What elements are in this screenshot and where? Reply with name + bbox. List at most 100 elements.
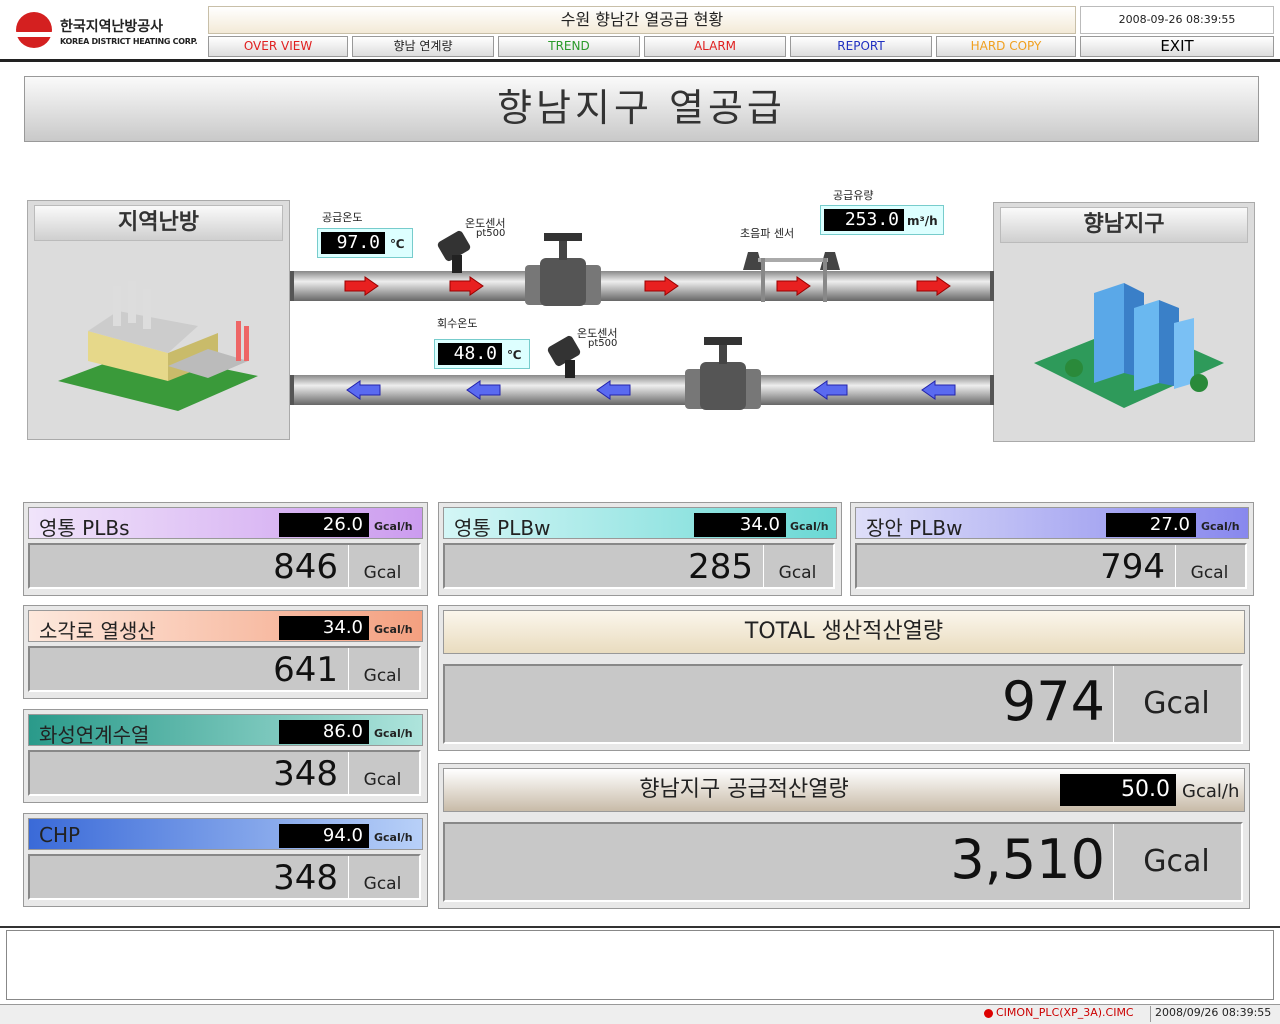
panel-unit: Gcal <box>763 545 831 589</box>
sensor2-label: 온도센서 <box>577 327 618 340</box>
supply-total-value: 3,510 <box>950 828 1105 891</box>
panel-rate: 94.0 <box>279 824 369 848</box>
supply-temp-value: 97.0 <box>321 232 385 254</box>
panel-body: 641 Gcal <box>28 646 421 692</box>
nav-trend-button[interactable]: TREND <box>498 36 640 57</box>
supply-arrow <box>644 276 679 296</box>
logo-mark-icon <box>12 12 56 48</box>
panel-header: 영통 PLBs 26.0 Gcal/h <box>28 507 423 540</box>
supply-temp-label: 공급온도 <box>322 211 363 224</box>
panel-chp: CHP 94.0 Gcal/h 348 Gcal <box>23 813 428 907</box>
panel-name: 영통 PLBw <box>454 516 551 540</box>
supply-temp-sensor-icon <box>437 230 471 273</box>
nav-overview-label: OVER VIEW <box>243 39 313 53</box>
total-value: 974 <box>1001 670 1105 733</box>
total-label: TOTAL 생산적산열량 <box>744 619 944 644</box>
supply-arrow <box>449 276 484 296</box>
nav-hardcopy-button[interactable]: HARD COPY <box>936 36 1076 57</box>
panel-name: CHP <box>39 823 81 847</box>
panel-name: 화성연계수열 <box>39 723 150 747</box>
sensor2-sub: pt500 <box>588 338 618 349</box>
panel-unit: Gcal <box>348 545 416 589</box>
screen-title: 수원 향남간 열공급 현황 <box>208 6 1076 34</box>
nav-alarm-label: ALARM <box>693 39 737 53</box>
flow-value: 253.0 <box>824 209 904 231</box>
supply-temp-display: 97.0 ℃ <box>317 228 413 258</box>
supply-total-header: 향남지구 공급적산열량 50.0 Gcal/h <box>443 768 1245 812</box>
panel-rate: 27.0 <box>1106 513 1196 537</box>
logo-english-text: KOREA DISTRICT HEATING CORP. <box>60 37 198 46</box>
flow-unit: m³/h <box>907 214 938 228</box>
nav-report-button[interactable]: REPORT <box>790 36 932 57</box>
panel-body: 285 Gcal <box>443 543 835 589</box>
panel-value: 285 <box>688 547 753 587</box>
left-site-title: 지역난방 <box>34 205 283 241</box>
nav-report-label: REPORT <box>837 39 885 53</box>
nav-overview-button[interactable]: OVER VIEW <box>208 36 348 57</box>
panel-body: 348 Gcal <box>28 750 421 796</box>
return-temp-unit: ℃ <box>507 348 522 362</box>
panel-unit: Gcal <box>1175 545 1243 589</box>
main-title: 향남지구 열공급 <box>24 76 1259 142</box>
total-unit: Gcal <box>1113 666 1239 742</box>
total-body: 974 Gcal <box>443 664 1243 744</box>
panel-value: 794 <box>1100 547 1165 587</box>
nav-exit-button[interactable]: EXIT <box>1080 36 1274 57</box>
nav-hardcopy-label: HARD COPY <box>970 39 1042 53</box>
panel-name: 장안 PLBw <box>866 516 963 540</box>
supply-arrow <box>344 276 379 296</box>
right-site-title: 향남지구 <box>1000 207 1248 243</box>
panel-header: 소각로 열생산 34.0 Gcal/h <box>28 610 423 643</box>
sensor1-label: 온도센서 <box>465 217 506 230</box>
panel-rate: 34.0 <box>694 513 786 537</box>
panel-yeongtong-plbw: 영통 PLBw 34.0 Gcal/h 285 Gcal <box>438 502 842 596</box>
flow-arrows <box>344 230 956 410</box>
panel-value: 348 <box>273 858 338 898</box>
return-arrow <box>466 380 501 400</box>
panel-body: 846 Gcal <box>28 543 421 589</box>
panel-rate: 34.0 <box>279 616 369 640</box>
panel-rate: 26.0 <box>279 513 369 537</box>
panel-body: 794 Gcal <box>855 543 1247 589</box>
panel-rate-unit: Gcal/h <box>374 623 413 636</box>
panel-jangan-plbw: 장안 PLBw 27.0 Gcal/h 794 Gcal <box>850 502 1254 596</box>
panel-header: 장안 PLBw 27.0 Gcal/h <box>855 507 1249 540</box>
panel-header: 화성연계수열 86.0 Gcal/h <box>28 714 423 747</box>
supply-arrow <box>916 276 951 296</box>
supply-valve <box>525 233 601 306</box>
panel-supply-total: 향남지구 공급적산열량 50.0 Gcal/h 3,510 Gcal <box>438 763 1250 909</box>
panel-rate-unit: Gcal/h <box>1201 520 1240 533</box>
panel-rate-unit: Gcal/h <box>374 520 413 533</box>
status-bar <box>0 1004 1280 1024</box>
status-datetime: 2008/09/26 08:39:55 <box>1150 1006 1278 1022</box>
header-datetime: 2008-09-26 08:39:55 <box>1080 6 1274 34</box>
supply-total-rate: 50.0 <box>1060 774 1176 806</box>
return-pipe <box>290 375 994 405</box>
plc-status-icon <box>984 1009 993 1018</box>
return-temp-label: 회수온도 <box>437 317 478 330</box>
panel-unit: Gcal <box>348 648 416 692</box>
panel-value: 641 <box>273 650 338 690</box>
panel-header: 영통 PLBw 34.0 Gcal/h <box>443 507 837 540</box>
nav-hyangnam-link-button[interactable]: 향남 연계량 <box>352 36 494 57</box>
factory-icon <box>58 281 258 411</box>
panel-name: 소각로 열생산 <box>39 619 156 643</box>
plc-status-text: CIMON_PLC(XP_3A).CIMC <box>996 1006 1134 1019</box>
district-heating-site: 지역난방 <box>27 200 290 440</box>
supply-total-body: 3,510 Gcal <box>443 822 1243 902</box>
return-arrow <box>596 380 631 400</box>
return-arrow <box>921 380 956 400</box>
hyangnam-site: 향남지구 <box>993 202 1255 442</box>
nav-alarm-button[interactable]: ALARM <box>644 36 786 57</box>
ultrasonic-label: 초음파 센서 <box>740 227 795 240</box>
return-valve <box>685 337 761 410</box>
panel-value: 348 <box>273 754 338 794</box>
panel-yeongtong-plbs: 영통 PLBs 26.0 Gcal/h 846 Gcal <box>23 502 428 596</box>
flow-label: 공급유량 <box>833 189 874 202</box>
supply-pipe <box>290 271 994 301</box>
panel-value: 846 <box>273 547 338 587</box>
return-arrow <box>346 380 381 400</box>
panel-total-production: TOTAL 생산적산열량 974 Gcal <box>438 605 1250 751</box>
panel-unit: Gcal <box>348 752 416 796</box>
return-temp-sensor-icon <box>547 335 581 378</box>
